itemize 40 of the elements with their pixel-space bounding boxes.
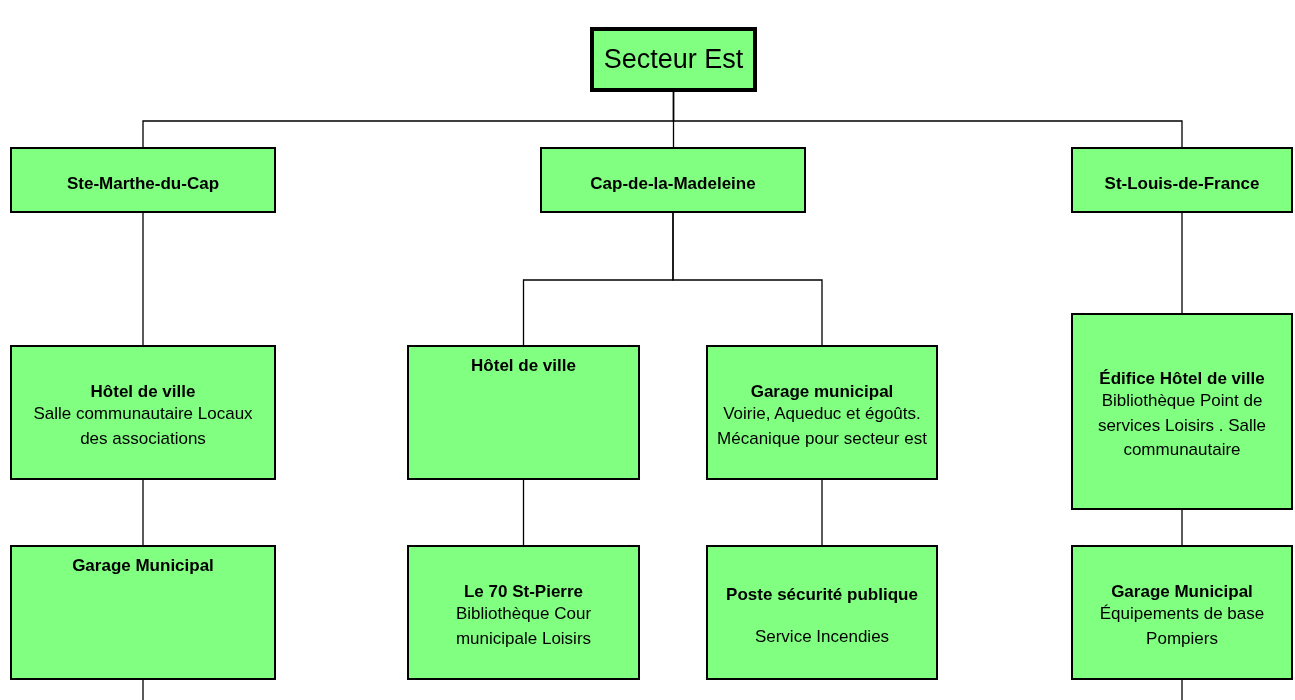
org-box (1071, 147, 1293, 213)
connector-line (142, 679, 144, 700)
box-heading: Le 70 St-Pierre (463, 581, 584, 603)
org-box (1071, 313, 1293, 510)
box-heading: Garage Municipal (72, 555, 214, 577)
box-heading: Garage Municipal (1111, 581, 1253, 603)
box-heading: St-Louis-de-France (1104, 173, 1260, 195)
org-box (407, 345, 640, 480)
org-box (407, 545, 640, 680)
box-heading: Garage municipal (750, 381, 894, 403)
box-heading: Ste-Marthe-du-Cap (66, 173, 220, 195)
connector-line (672, 212, 823, 346)
org-box (706, 545, 938, 680)
box-heading: Édifice Hôtel de ville (1099, 367, 1265, 390)
title-box (590, 27, 757, 92)
connector-line (672, 91, 1183, 148)
box-heading: Cap-de-la-Madeleine (590, 173, 756, 195)
connector-line (142, 212, 144, 346)
connector-line (821, 479, 823, 546)
org-box (10, 147, 276, 213)
box-details: Voirie, Aqueduc et égoûts. Mécanique pour secteur est (716, 403, 928, 451)
box-heading: Hôtel de ville (90, 381, 196, 403)
connector-line (142, 479, 144, 546)
box-details: Service Incendies (754, 625, 890, 648)
box-heading: Poste sécurité publique (726, 583, 918, 605)
org-box (10, 345, 276, 480)
org-box (1071, 545, 1293, 680)
box-details: Salle communautaire Locaux des associations (32, 403, 254, 451)
connector-line (1181, 679, 1183, 700)
connector-line (1181, 212, 1183, 314)
box-heading: Secteur Est (603, 42, 744, 76)
box-details: Bibliothèque Cour municipale Loisirs (454, 603, 593, 651)
org-box (706, 345, 938, 480)
connector-line (522, 479, 525, 546)
box-details: Équipements de base Pompiers (1098, 603, 1266, 651)
org-box (10, 545, 276, 680)
connector-line (1181, 509, 1183, 546)
org-box (540, 147, 806, 213)
box-heading: Hôtel de ville (471, 355, 576, 377)
box-details: Bibliothèque Point de services Loisirs . Salle communautaire (1096, 390, 1268, 462)
